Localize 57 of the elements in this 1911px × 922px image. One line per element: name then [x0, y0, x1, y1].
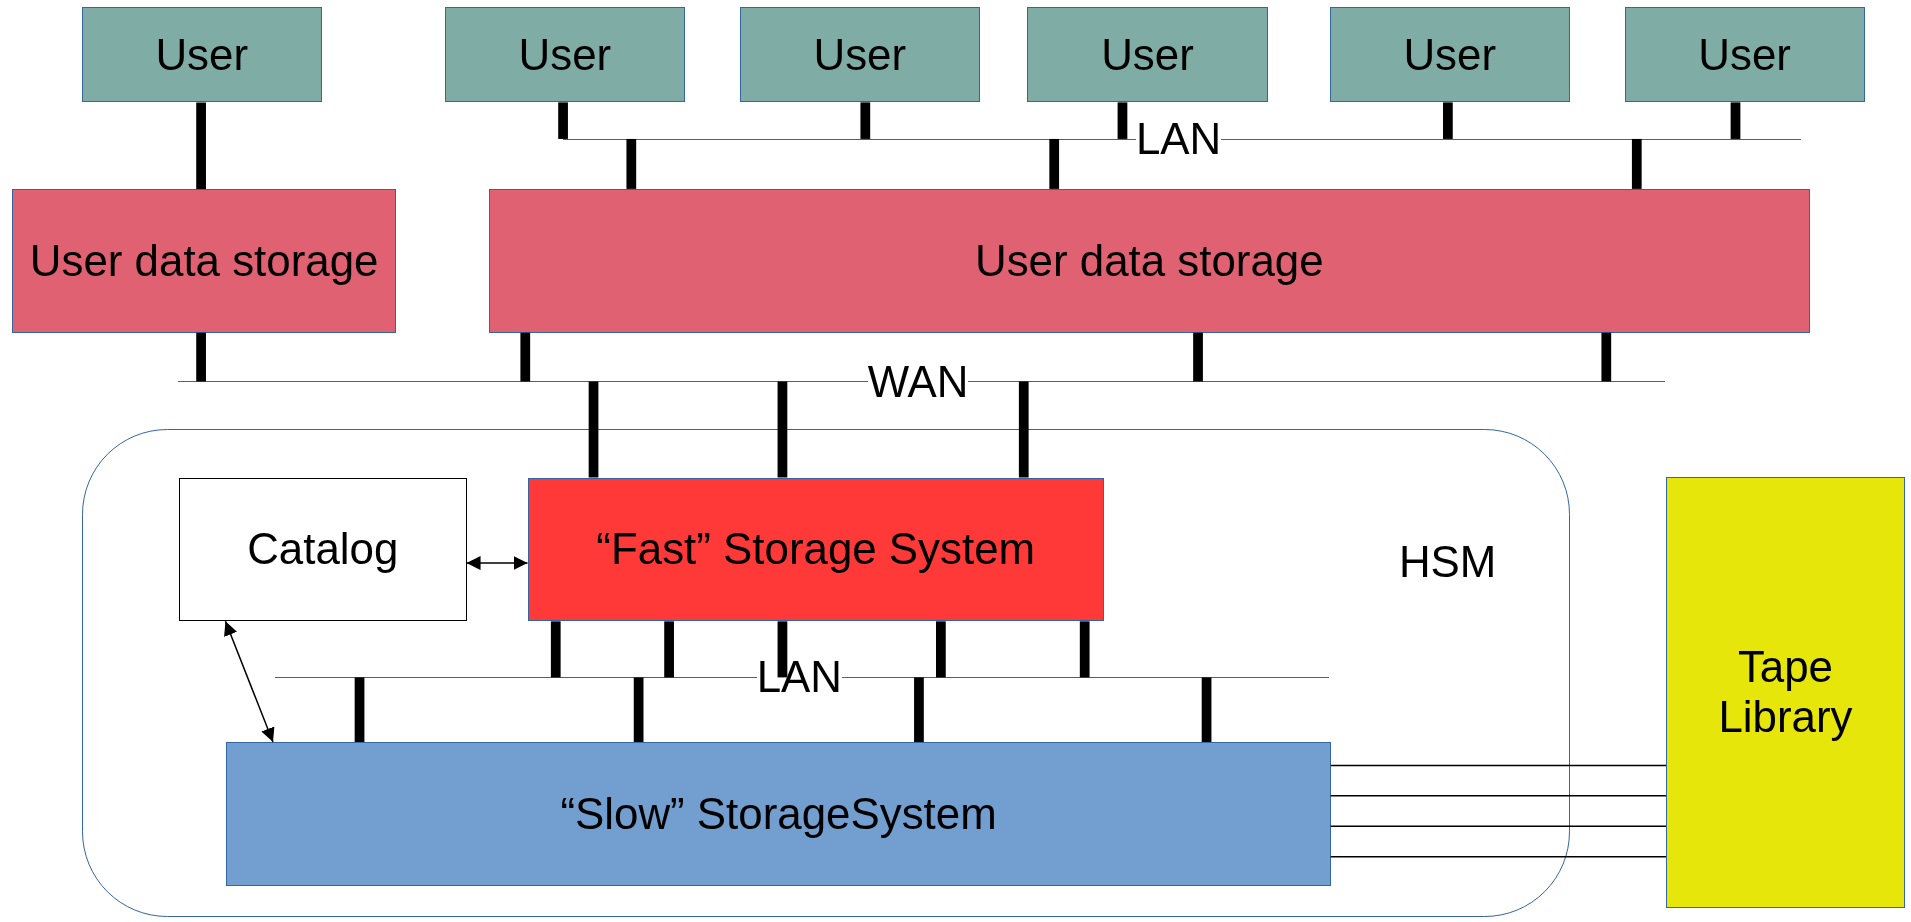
connector-line — [1601, 332, 1612, 382]
connector-line — [914, 677, 924, 742]
box-label: User — [1100, 29, 1195, 81]
box-label: User — [154, 29, 249, 81]
catalog-box — [178, 477, 467, 622]
connector-line — [354, 677, 365, 742]
connector-line — [1018, 381, 1029, 478]
connector-line — [1631, 138, 1642, 189]
connector-line — [626, 138, 637, 189]
connector-line — [777, 381, 788, 478]
storage-box — [527, 477, 1104, 622]
connector-line — [196, 332, 206, 382]
connector-line — [633, 677, 644, 742]
user-box — [1027, 7, 1268, 103]
box-label: User — [517, 29, 613, 81]
box-label: “Fast” Storage System — [595, 524, 1037, 575]
connector-line — [520, 332, 531, 382]
connector-line — [1329, 764, 1667, 767]
connector-line — [1329, 856, 1667, 858]
connector-line — [936, 621, 946, 678]
user-box — [81, 7, 322, 103]
user-box — [1624, 7, 1865, 103]
connector-line — [588, 381, 599, 478]
storage-box — [12, 188, 397, 333]
group-label: HSM — [1398, 537, 1497, 588]
connector-line — [550, 621, 561, 678]
connector-line — [1329, 795, 1667, 797]
tape-library-box — [1666, 476, 1905, 908]
connector-line — [860, 102, 871, 139]
box-label: User — [1697, 29, 1792, 81]
connector-line — [1049, 138, 1060, 189]
connector-line — [1730, 102, 1741, 139]
box-label: User data storage — [973, 235, 1325, 287]
user-box — [739, 7, 980, 103]
box-label: Tape Library — [1717, 641, 1854, 743]
box-label: Catalog — [246, 524, 400, 575]
connector-line — [1443, 102, 1453, 139]
storage-box — [488, 188, 1810, 333]
box-label: User — [812, 29, 908, 81]
arrow — [224, 620, 275, 743]
connector-line — [558, 102, 568, 139]
connector-line — [196, 102, 206, 189]
connector-line — [1201, 677, 1212, 742]
hsm-group — [81, 429, 1570, 917]
box-label: User data storage — [28, 235, 380, 287]
connector-line — [1329, 825, 1667, 828]
box-label: User — [1402, 29, 1497, 81]
storage-box — [226, 742, 1331, 886]
connector-line — [1117, 102, 1128, 139]
user-box — [444, 7, 685, 103]
box-label: “Slow” StorageSystem — [559, 788, 998, 840]
connector-line — [1079, 621, 1090, 678]
connector-line — [664, 621, 674, 678]
user-box — [1329, 7, 1570, 103]
connector-line — [1193, 332, 1203, 382]
arrow — [465, 556, 529, 571]
connector-line — [777, 621, 788, 678]
